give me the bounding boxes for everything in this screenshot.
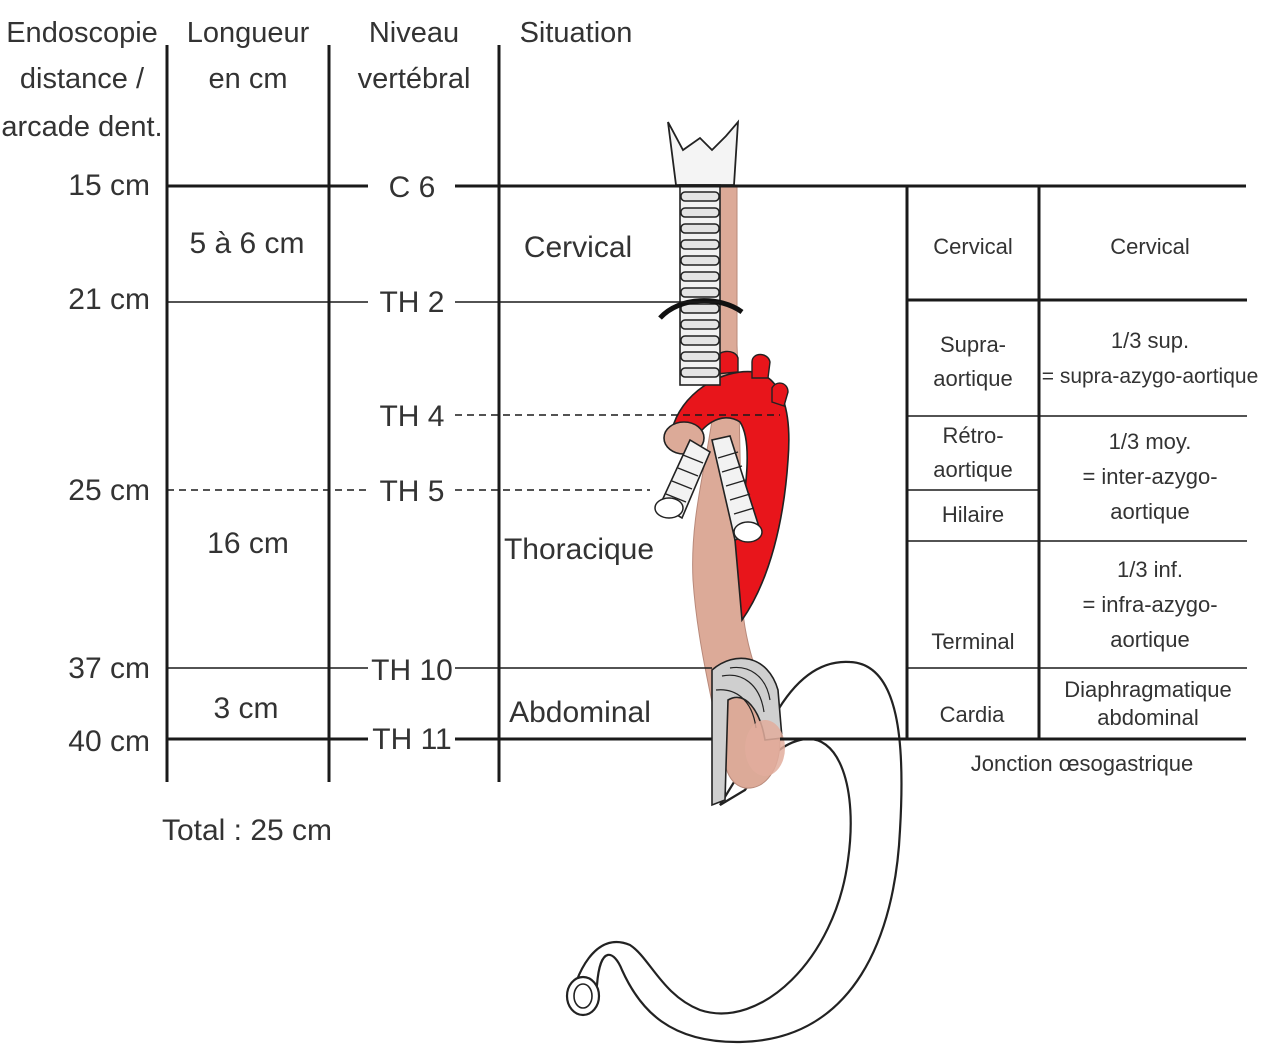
third-moy-3: aortique (1110, 499, 1190, 524)
tracheal-ring (681, 336, 719, 345)
junction-label: Jonction œsogastrique (971, 751, 1194, 776)
vertebra-labels: C 6 TH 2 TH 4 TH 5 TH 10 TH 11 (371, 171, 453, 756)
third-inf-1: 1/3 inf. (1117, 557, 1183, 582)
third-diaphragm-2: abdominal (1097, 705, 1199, 730)
header-niveau-1: Niveau (369, 17, 459, 49)
tracheal-ring (681, 288, 719, 297)
tracheal-ring (681, 192, 719, 201)
tracheal-ring (681, 320, 719, 329)
length-abdominal: 3 cm (213, 692, 278, 725)
vertebra-th2: TH 2 (379, 286, 444, 319)
situation-labels: Cervical Thoracique Abdominal (504, 231, 654, 729)
segment-retro-2: aortique (933, 457, 1013, 482)
third-inf-2: = infra-azygo- (1082, 592, 1217, 617)
length-thoracic: 16 cm (207, 527, 289, 560)
tracheal-ring (681, 304, 719, 313)
tracheal-ring (681, 256, 719, 265)
tracheal-ring (681, 240, 719, 249)
total-length: Total : 25 cm (162, 814, 332, 847)
segment-hilaire: Hilaire (942, 502, 1004, 527)
distance-labels: 15 cm 21 cm 25 cm 37 cm 40 cm (68, 169, 150, 758)
distance-40: 40 cm (68, 725, 150, 758)
distance-21: 21 cm (68, 283, 150, 316)
tracheal-ring (681, 208, 719, 217)
third-moy-1: 1/3 moy. (1109, 429, 1192, 454)
column-rules (167, 45, 1039, 782)
length-cervical: 5 à 6 cm (189, 227, 304, 260)
distance-25: 25 cm (68, 474, 150, 507)
header-situation: Situation (520, 17, 633, 49)
situation-abdominal: Abdominal (509, 696, 651, 729)
segment-terminal: Terminal (931, 629, 1014, 654)
third-moy-2: = inter-azygo- (1082, 464, 1217, 489)
vertebra-th10: TH 10 (371, 654, 453, 687)
larynx (668, 122, 738, 185)
segment-cervical: Cervical (933, 234, 1012, 259)
length-labels: 5 à 6 cm 16 cm 3 cm Total : 25 cm (162, 227, 332, 847)
vertebra-th11: TH 11 (372, 723, 451, 756)
situation-cervical: Cervical (524, 231, 632, 264)
situation-thoracic: Thoracique (504, 533, 654, 566)
distance-37: 37 cm (68, 652, 150, 685)
third-sup-1: 1/3 sup. (1111, 328, 1189, 353)
tracheal-ring (681, 352, 719, 361)
header-endoscopie-2: distance / (20, 63, 145, 95)
segment-retro-1: Rétro- (942, 423, 1003, 448)
third-diaphragm-1: Diaphragmatique (1064, 677, 1232, 702)
header-longueur-2: en cm (209, 63, 288, 95)
tracheal-ring (681, 272, 719, 281)
third-labels: Cervical 1/3 sup. = supra-azygo-aortique… (1042, 234, 1259, 730)
header-niveau-2: vertébral (358, 63, 471, 95)
segment-cardia: Cardia (940, 702, 1006, 727)
vertebra-th4: TH 4 (379, 400, 444, 433)
third-sup-2: = supra-azygo-aortique (1042, 365, 1259, 388)
third-cervical: Cervical (1110, 234, 1189, 259)
vertebra-c6: C 6 (389, 171, 436, 204)
tracheal-ring (681, 368, 719, 377)
header-endoscopie-3: arcade dent. (1, 111, 162, 143)
distance-15: 15 cm (68, 169, 150, 202)
segment-supra-2: aortique (933, 366, 1013, 391)
tracheal-ring (681, 224, 719, 233)
pylorus (567, 977, 599, 1015)
segment-labels: Cervical Supra- aortique Rétro- aortique… (931, 234, 1014, 727)
segment-supra-1: Supra- (940, 332, 1006, 357)
header-endoscopie-1: Endoscopie (6, 17, 158, 49)
third-inf-3: aortique (1110, 627, 1190, 652)
header-longueur-1: Longueur (187, 17, 310, 49)
vertebra-th5: TH 5 (379, 475, 444, 508)
column-headers: Endoscopie distance / arcade dent. Longu… (1, 17, 632, 143)
